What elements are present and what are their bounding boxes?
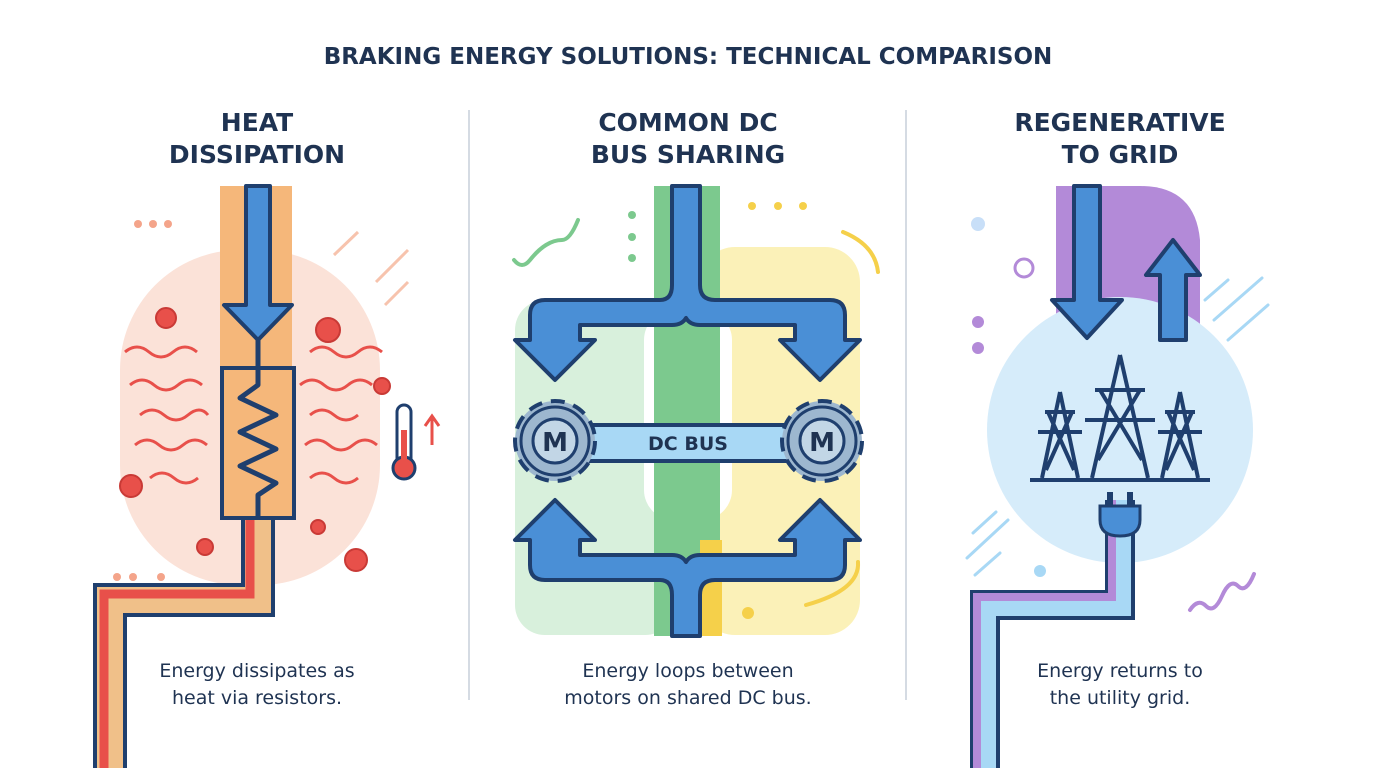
panel-caption: Energy dissipates as [159,660,354,682]
heat-wave-icons [124,345,383,485]
panel-heading: REGENERATIVE [1014,108,1225,137]
arrow-down-icon [222,184,294,342]
wire [97,520,271,768]
thermometer-icon [391,403,441,481]
panel-caption: motors on shared DC bus. [564,687,811,709]
energy-flow-arrows-top [513,184,862,382]
panel-heading: DISSIPATION [169,140,345,169]
panel-caption: Energy returns to [1037,660,1203,682]
panel-caption: the utility grid. [1050,687,1191,709]
panel-caption: Energy loops between [582,660,793,682]
motor-gear-icon: M [513,399,597,483]
panel-heading: HEAT [221,108,293,137]
heat-particles [119,307,391,572]
svg-text:M: M [542,428,568,458]
dc-bus-label: DC BUS [648,433,728,455]
panel-heading: TO GRID [1062,140,1179,169]
panel-heading: BUS SHARING [591,140,785,169]
power-tower-icon [1030,354,1210,482]
page-title: BRAKING ENERGY SOLUTIONS: TECHNICAL COMP… [324,44,1053,70]
panel-heat-dissipation: HEAT DISSIPATION Ener [93,108,441,768]
energy-flow-arrows-bottom [513,498,862,638]
panel-regenerative-grid: REGENERATIVE TO GRID Energy returns to t… [965,108,1270,768]
panel-heading: COMMON DC [598,108,777,137]
motor-gear-icon: M [780,399,864,483]
panel-caption: heat via resistors. [172,687,342,709]
arrow-down-icon [1050,184,1124,340]
wire [99,520,255,768]
panel-common-dc-bus: COMMON DC BUS SHARING DC BUS M M Energy … [512,108,880,709]
svg-text:M: M [809,428,835,458]
arrow-up-icon [1144,238,1202,342]
plug-icon [1098,492,1142,538]
